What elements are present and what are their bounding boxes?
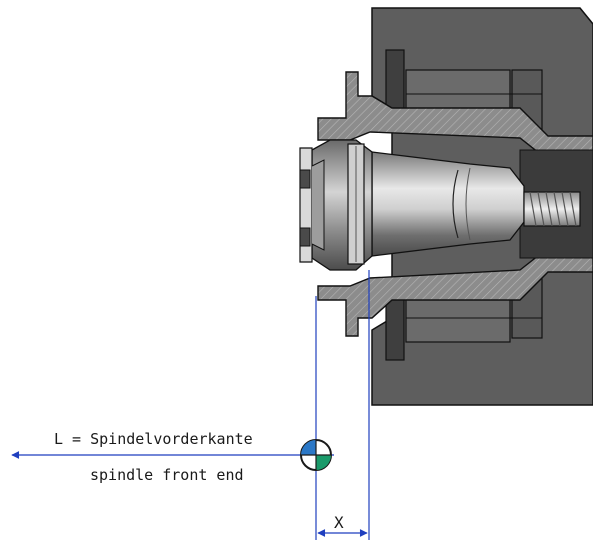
- label-dimension-x: X: [334, 513, 344, 532]
- label-spindle-front-en: spindle front end: [90, 466, 244, 484]
- shaft-upper-section: [317, 71, 593, 161]
- dimension-lines: [11, 270, 370, 540]
- label-spindle-front-de: L = Spindelvorderkante: [54, 430, 253, 448]
- shaft-lower-section: [317, 247, 593, 337]
- tool-taper: [371, 151, 525, 257]
- reference-point-marker: [300, 439, 332, 471]
- tool-holder: [299, 139, 581, 271]
- pull-stud: [523, 191, 581, 227]
